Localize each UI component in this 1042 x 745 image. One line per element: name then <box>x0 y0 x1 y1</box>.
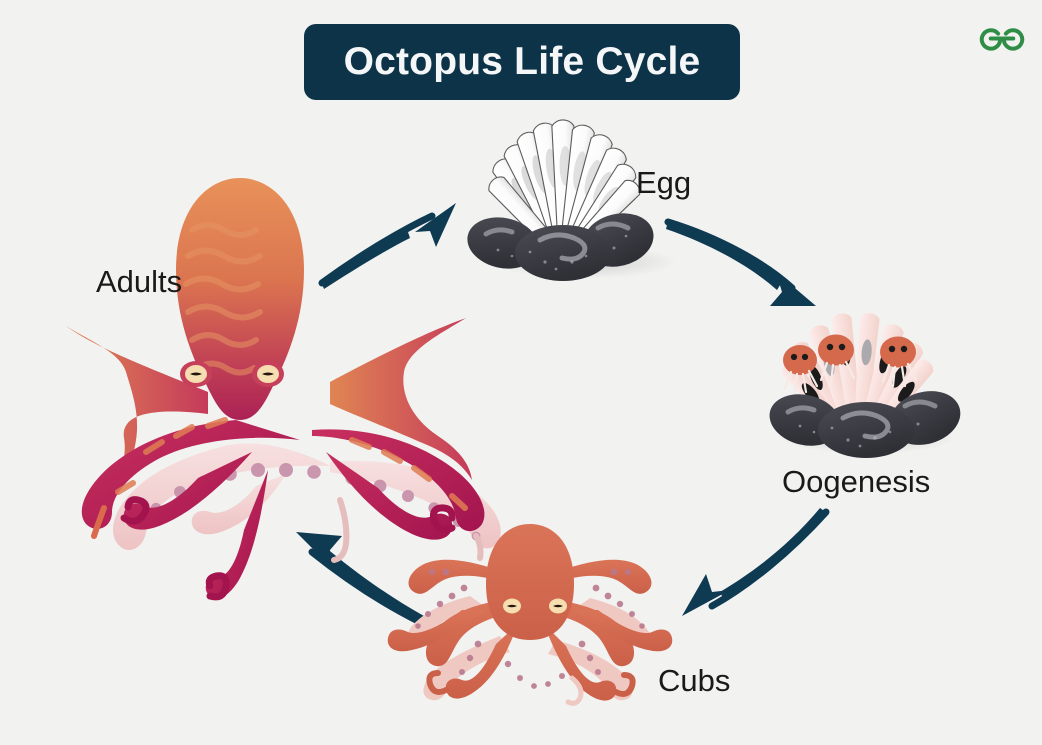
arrow-cubs-to-adults <box>296 532 424 626</box>
page-title: Octopus Life Cycle <box>343 40 701 83</box>
arrow-egg-to-oogenesis <box>664 218 816 306</box>
cub-eye-right <box>549 598 567 614</box>
stage-label-egg: Egg <box>636 165 692 200</box>
cub-eye-left <box>503 598 521 614</box>
title-banner: Octopus Life Cycle <box>304 24 740 100</box>
illustration-oogenesis <box>769 313 961 458</box>
stage-label-cubs: Cubs <box>658 663 731 698</box>
arrow-oogenesis-to-cubs <box>682 508 830 616</box>
adult-eye-right <box>257 365 279 383</box>
illustration-cub-octopus <box>387 524 673 706</box>
arrow-adults-to-egg <box>318 203 456 289</box>
stage-label-oogenesis: Oogenesis <box>782 464 931 499</box>
illustration-adult-octopus <box>66 178 501 601</box>
geeksforgeeks-logo[interactable] <box>976 18 1028 58</box>
stage-label-adults: Adults <box>96 264 183 299</box>
adult-eye-left <box>185 365 207 383</box>
